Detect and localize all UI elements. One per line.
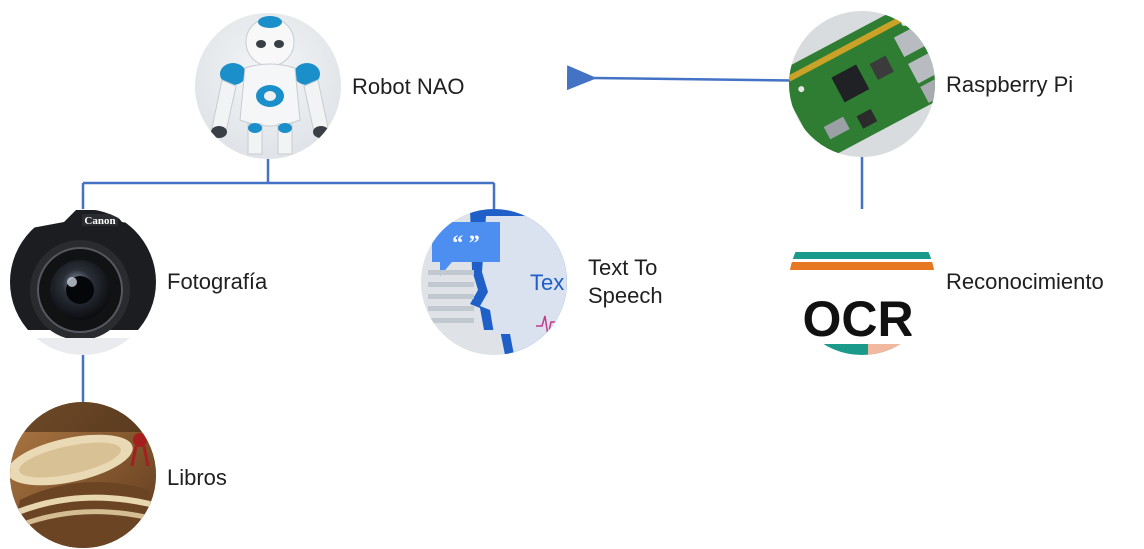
nao-to-children-connector bbox=[81, 159, 496, 210]
nao-robot-icon bbox=[195, 13, 341, 159]
label-raspberry-pi: Raspberry Pi bbox=[946, 71, 1073, 99]
text-to-speech-line1: Text To bbox=[588, 255, 658, 280]
svg-text:Canon: Canon bbox=[84, 215, 115, 227]
label-robot-nao: Robot NAO bbox=[352, 73, 465, 101]
raspberry-pi-text: Raspberry Pi bbox=[946, 72, 1074, 97]
text-to-speech-line2: Speech bbox=[588, 283, 663, 308]
label-reconocimiento: Reconocimiento bbox=[946, 268, 1104, 296]
robot-nao-text: Robot NAO bbox=[352, 74, 465, 99]
ocr-icon: OCR bbox=[789, 209, 935, 355]
libros-text: Libros bbox=[167, 465, 227, 490]
label-libros: Libros bbox=[167, 464, 227, 492]
text-to-speech-icon: “ ” Tex bbox=[421, 209, 567, 355]
raspberry-pi-board-icon bbox=[789, 11, 935, 157]
svg-text:Tex: Tex bbox=[530, 270, 564, 295]
svg-text:“ ”: “ ” bbox=[452, 230, 480, 255]
label-text-to-speech: Text To Speech bbox=[588, 254, 663, 310]
camera-icon: Canon bbox=[10, 209, 156, 355]
fotografia-text: Fotografía bbox=[167, 269, 268, 294]
books-icon bbox=[10, 402, 156, 548]
svg-text:OCR: OCR bbox=[802, 291, 913, 347]
reconocimiento-text: Reconocimiento bbox=[946, 269, 1104, 294]
label-fotografia: Fotografía bbox=[167, 268, 267, 296]
